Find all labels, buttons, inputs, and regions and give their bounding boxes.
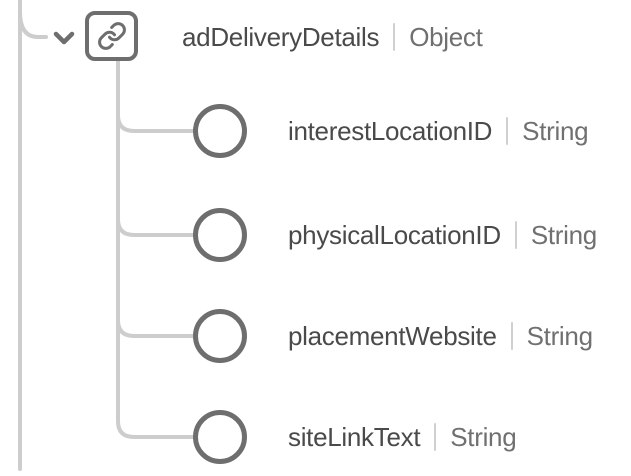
type-divider — [514, 221, 517, 249]
field-node-circle-siteLinkText[interactable] — [193, 410, 247, 464]
link-icon — [97, 22, 126, 50]
branch-line-2 — [116, 217, 206, 237]
field-type-label: String — [526, 320, 593, 351]
field-node-circle-interestLocationID[interactable] — [193, 104, 247, 158]
field-type-label: String — [530, 219, 597, 250]
type-divider — [506, 117, 509, 145]
field-name-label: placementWebsite — [288, 320, 497, 351]
tree-row[interactable]: physicalLocationID String — [288, 208, 597, 262]
inner-trunk-line — [116, 54, 206, 439]
tree-row[interactable]: interestLocationID String — [288, 104, 589, 158]
expand-collapse-button[interactable] — [50, 27, 78, 49]
type-divider — [510, 322, 513, 350]
field-type-label: String — [522, 115, 589, 146]
field-type-label: Object — [409, 21, 483, 52]
type-divider — [434, 423, 437, 451]
object-node-button[interactable] — [85, 11, 138, 61]
field-name-label: physicalLocationID — [288, 219, 501, 250]
field-type-label: String — [450, 421, 517, 452]
field-node-circle-physicalLocationID[interactable] — [193, 208, 247, 262]
chevron-down-icon — [53, 31, 75, 45]
field-node-circle-placementWebsite[interactable] — [193, 309, 247, 363]
field-name-label: siteLinkText — [288, 421, 421, 452]
field-name-label: adDeliveryDetails — [182, 21, 380, 52]
tree-row[interactable]: placementWebsite String — [288, 309, 593, 363]
outer-branch-line — [18, 10, 48, 39]
root-field-row[interactable]: adDeliveryDetails Object — [182, 10, 483, 64]
branch-line-1 — [116, 113, 206, 133]
field-name-label: interestLocationID — [288, 115, 493, 146]
branch-line-3 — [116, 318, 206, 338]
tree-row[interactable]: siteLinkText String — [288, 410, 517, 464]
type-divider — [393, 23, 396, 51]
